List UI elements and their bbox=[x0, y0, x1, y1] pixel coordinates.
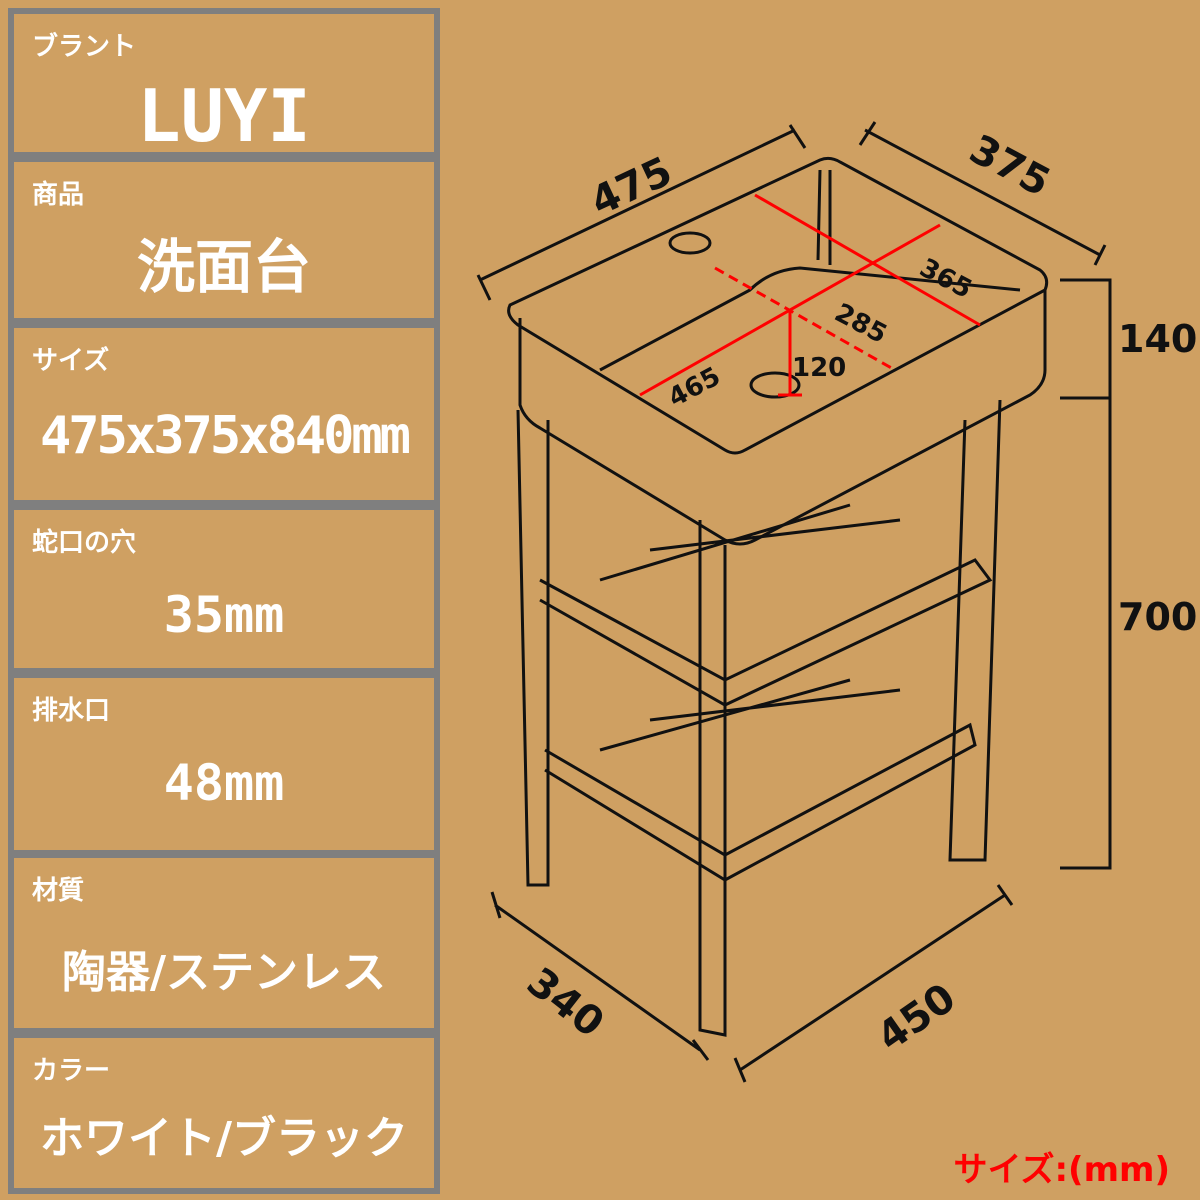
dim-depth: 375 bbox=[962, 126, 1057, 206]
dim-drain-offset: 120 bbox=[792, 353, 846, 383]
spec-panel-size: サイズ 475x375x840mm bbox=[8, 322, 440, 506]
dimension-lines bbox=[476, 121, 1112, 1083]
spec-value: 35mm bbox=[163, 586, 285, 644]
spec-label: カラー bbox=[32, 1056, 111, 1086]
dim-stand-width: 450 bbox=[869, 975, 964, 1061]
dim-width: 475 bbox=[584, 148, 679, 225]
unit-note: サイズ:(mm) bbox=[953, 1150, 1170, 1190]
bowl-dimension-lines bbox=[639, 193, 981, 397]
spec-value: 475x375x840mm bbox=[40, 406, 411, 466]
spec-label: 材質 bbox=[32, 876, 85, 906]
spec-value: LUYI bbox=[137, 74, 311, 158]
spec-value: 48mm bbox=[163, 754, 285, 812]
dim-stand-depth: 340 bbox=[518, 959, 612, 1047]
dim-bowl-length: 365 bbox=[915, 253, 977, 305]
dim-basin-height: 140 bbox=[1118, 317, 1197, 361]
spec-value: 洗面台 bbox=[136, 233, 311, 301]
spec-label: サイズ bbox=[32, 346, 110, 376]
spec-panel-faucet-hole: 蛇口の穴 35mm bbox=[8, 504, 440, 674]
spec-label: ブラント bbox=[32, 32, 137, 62]
dim-bowl-diagonal: 465 bbox=[664, 362, 726, 414]
sink-outline bbox=[507, 156, 1049, 1037]
dim-stand-height: 700 bbox=[1118, 595, 1197, 639]
spec-panel-brand: ブラント LUYI bbox=[8, 8, 440, 158]
spec-label: 排水口 bbox=[32, 696, 111, 726]
spec-panel-color: カラー ホワイト/ブラック bbox=[8, 1032, 440, 1194]
spec-label: 蛇口の穴 bbox=[32, 528, 137, 558]
spec-label: 商品 bbox=[32, 180, 85, 210]
spec-panel-material: 材質 陶器/ステンレス bbox=[8, 852, 440, 1034]
spec-value: 陶器/ステンレス bbox=[61, 947, 387, 998]
dim-bowl-width: 285 bbox=[830, 298, 892, 350]
spec-panel-product: 商品 洗面台 bbox=[8, 156, 440, 324]
spec-value: ホワイト/ブラック bbox=[39, 1113, 409, 1164]
